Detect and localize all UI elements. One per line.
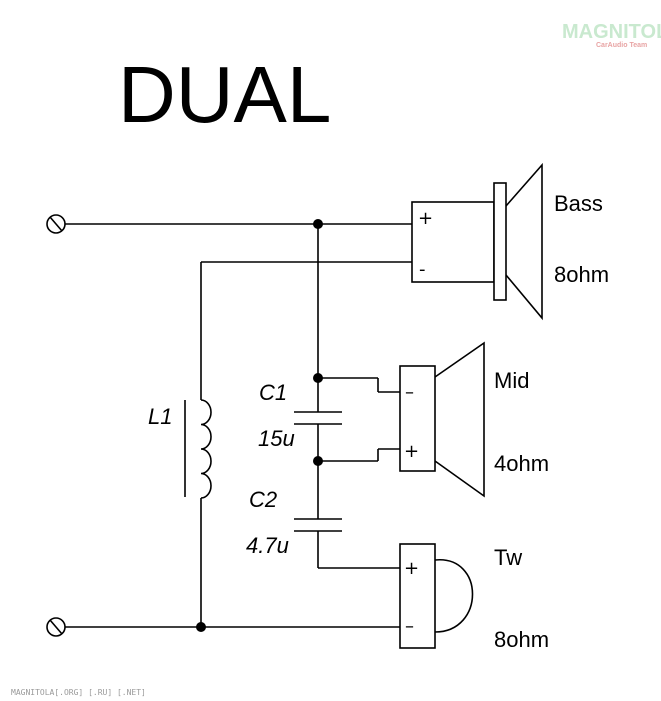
bass-minus-sign: - — [419, 259, 426, 280]
tw-plus-sign: + — [404, 558, 419, 579]
watermark-brand: MAGNITOLA — [562, 21, 661, 43]
tw-impedance: 8ohm — [494, 627, 549, 652]
input-terminal-bottom — [46, 617, 66, 637]
mid-speaker — [399, 341, 485, 498]
inductor-l1 — [184, 399, 212, 499]
mid-plus-sign: + — [404, 441, 419, 462]
mid-name: Mid — [494, 368, 529, 393]
wires — [65, 223, 412, 628]
junction-dots — [196, 219, 323, 632]
bass-speaker — [411, 162, 543, 321]
c1-value: 15u — [258, 426, 295, 451]
bass-name: Bass — [554, 191, 603, 216]
tw-name: Tw — [494, 545, 522, 570]
c2-label: C2 — [249, 487, 277, 512]
tw-minus-sign: – — [405, 616, 414, 637]
footer-watermark: MAGNITOLA[.ORG] [.RU] [.NET] — [11, 688, 146, 697]
l1-label: L1 — [148, 404, 172, 429]
capacitor-c2 — [294, 518, 342, 532]
bass-plus-sign: + — [418, 208, 433, 229]
bass-impedance: 8ohm — [554, 262, 609, 287]
diagram-title: DUAL — [118, 50, 331, 139]
c2-value: 4.7u — [246, 533, 289, 558]
tweeter-speaker — [399, 543, 474, 649]
mid-minus-sign: – — [405, 382, 414, 403]
input-terminal-top — [46, 214, 66, 234]
capacitor-c1 — [294, 411, 342, 425]
c1-label: C1 — [259, 380, 287, 405]
mid-impedance: 4ohm — [494, 451, 549, 476]
watermark-tagline: CarAudio Team — [596, 42, 647, 49]
